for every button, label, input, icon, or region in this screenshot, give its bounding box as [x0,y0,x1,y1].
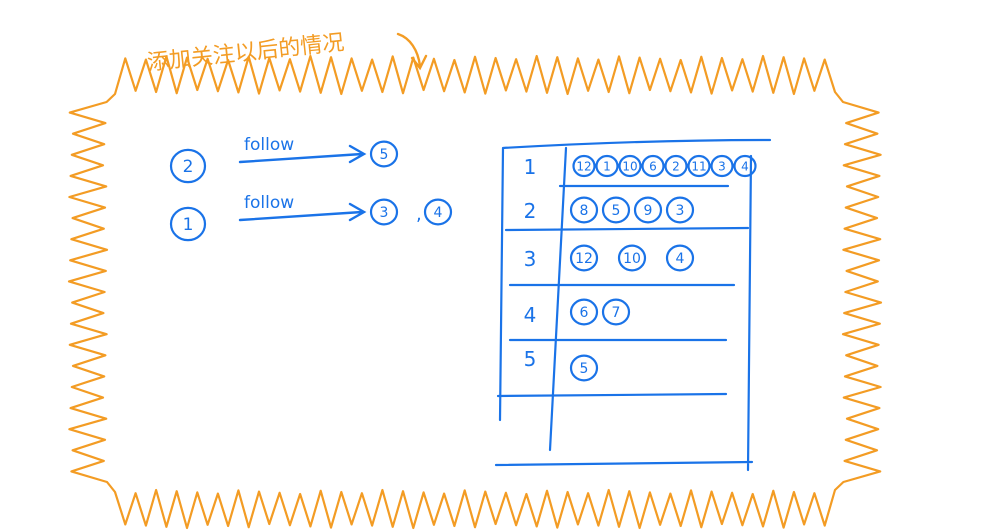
table-cell-1-3-label: 10 [622,159,637,173]
caption-pointer-arrow [396,32,428,71]
table-cell-1-8: 4 [733,154,757,178]
follow-source-2-circle [169,206,207,242]
follow-label-2: follow [244,193,294,213]
table-cell-1-3-circle [618,154,642,178]
table-cell-1-2-label: 1 [603,159,611,173]
table-cell-3-2: 10 [617,244,647,272]
table-cell-4-2: 7 [601,298,631,326]
table-cell-1-4-label: 6 [649,159,657,173]
table-cell-3-1-circle [569,244,599,272]
follow-target-2-2-circle [423,198,453,226]
table-key-4: 4 [524,303,537,327]
follow-target-2-2: 4 [423,198,453,226]
table-cell-2-1-label: 8 [580,203,589,219]
follow-source-2-label: 1 [183,215,194,235]
follow-target-1-1-circle [369,140,399,168]
table-cell-5-1-circle [569,354,599,382]
table-cell-2-4-circle [665,196,695,224]
table-cell-3-1: 12 [569,244,599,272]
table-cell-1-6-label: 11 [691,159,706,173]
table-key-3: 3 [524,247,537,271]
table-cell-5-1: 5 [569,354,599,382]
follow-source-1-label: 2 [183,157,194,177]
table-key-2: 2 [524,199,537,223]
table-cell-2-2: 5 [601,196,631,224]
table-cell-2-4-label: 3 [676,203,685,219]
table-cell-2-4: 3 [665,196,695,224]
table-cell-4-1-circle [569,298,599,326]
table-column-divider [548,146,568,452]
table-cell-2-2-circle [601,196,631,224]
follow-target-2-2-label: 4 [434,205,443,221]
table-cell-4-2-circle [601,298,631,326]
follow-table: 1 12 1 10 6 2 11 3 4 2 8 5 9 3 3 12 10 4 4 6 7 5 5 [494,138,772,472]
table-cell-3-1-label: 12 [575,251,593,267]
table-key-1: 1 [524,155,537,179]
table-cell-3-2-label: 10 [623,251,641,267]
table-cell-2-2-label: 5 [612,203,621,219]
follow-target-2-1-label: 3 [380,205,389,221]
follow-arrow-2 [238,202,367,222]
follow-source-1-circle [169,148,207,184]
table-cell-2-1-circle [569,196,599,224]
table-key-5: 5 [524,347,537,371]
table-cell-1-6: 11 [687,154,711,178]
table-cell-1-7-label: 3 [718,159,726,173]
table-cell-1-5-circle [664,154,688,178]
table-cell-1-1-circle [572,154,596,178]
follow-source-1: 2 [169,148,207,184]
table-cell-1-7: 3 [710,154,734,178]
table-cell-1-3: 10 [618,154,642,178]
table-cell-1-4-circle [641,154,665,178]
table-cell-1-5-label: 2 [672,159,680,173]
table-cell-1-1-label: 12 [576,159,591,173]
table-cell-4-1: 6 [569,298,599,326]
table-cell-1-1: 12 [572,154,596,178]
table-cell-1-4: 6 [641,154,665,178]
table-cell-2-3-label: 9 [644,203,653,219]
follow-source-2: 1 [169,206,207,242]
table-cell-3-2-circle [617,244,647,272]
table-cell-2-1: 8 [569,196,599,224]
follow-target-2-1-circle [369,198,399,226]
table-cell-5-1-label: 5 [580,361,589,377]
follow-arrow-1 [238,144,367,164]
table-cell-1-8-label: 4 [741,159,749,173]
follow-relations: 2 follow 5 1 follow 3, 4 [169,135,453,242]
follow-target-1-1-label: 5 [380,147,389,163]
table-cell-3-3: 4 [665,244,695,272]
table-cell-2-3-circle [633,196,663,224]
table-cell-1-2: 1 [595,154,619,178]
table-cell-4-1-label: 6 [580,305,589,321]
follow-target-2-1: 3 [369,198,399,226]
table-cell-4-2-label: 7 [612,305,621,321]
table-row-dividers [496,184,750,398]
table-cell-2-3: 9 [633,196,663,224]
follow-separator: , [416,204,422,225]
orange-scribble-border [67,54,883,530]
follow-target-1-1: 5 [369,140,399,168]
table-cell-3-3-label: 4 [676,251,685,267]
table-cell-3-3-circle [665,244,695,272]
table-cell-1-7-circle [710,154,734,178]
table-cell-1-2-circle [595,154,619,178]
follow-label-1: follow [244,135,294,155]
table-cell-1-8-circle [733,154,757,178]
table-cell-1-6-circle [687,154,711,178]
table-cell-1-5: 2 [664,154,688,178]
table-outer-border [494,138,772,472]
